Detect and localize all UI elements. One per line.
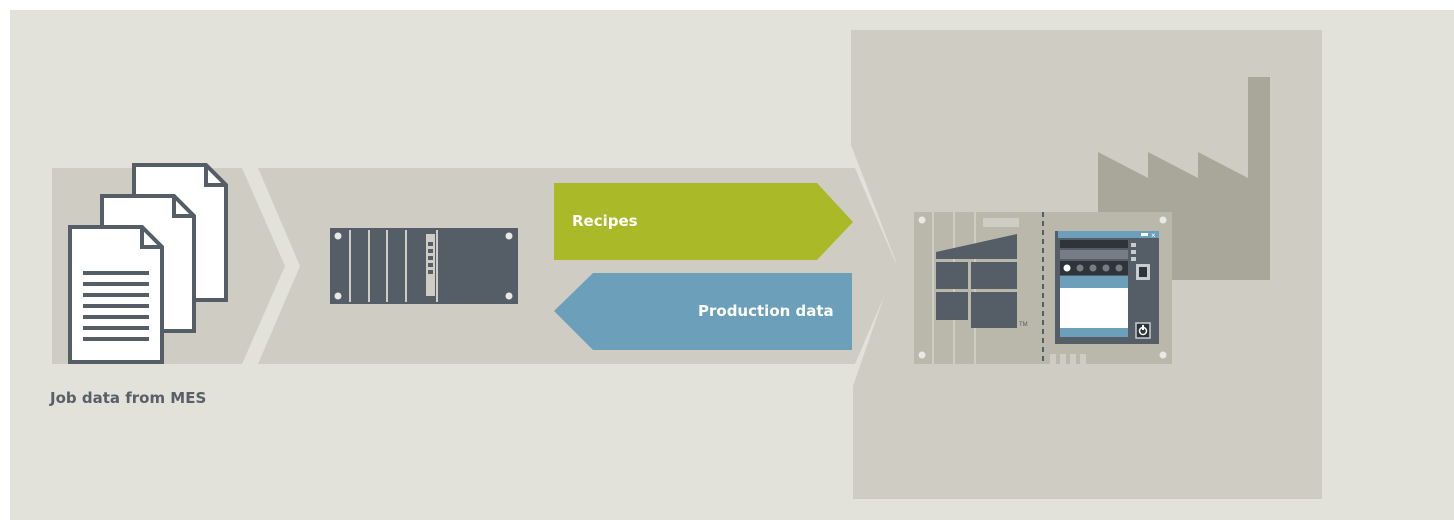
- trademark-text: TM: [1019, 322, 1028, 328]
- production-data-arrow: [554, 273, 852, 350]
- recipes-arrow: [554, 183, 853, 260]
- rack-controller-icon: [330, 228, 518, 304]
- production-data-label: Production data: [698, 302, 834, 320]
- documents-stack-icon: [68, 163, 228, 364]
- svg-text:×: ×: [1151, 231, 1156, 240]
- job-data-label: Job data from MES: [50, 389, 207, 407]
- windows-logo-icon: [936, 234, 1017, 328]
- recipes-label: Recipes: [572, 212, 638, 230]
- hmi-window-icon: ×: [1055, 231, 1159, 344]
